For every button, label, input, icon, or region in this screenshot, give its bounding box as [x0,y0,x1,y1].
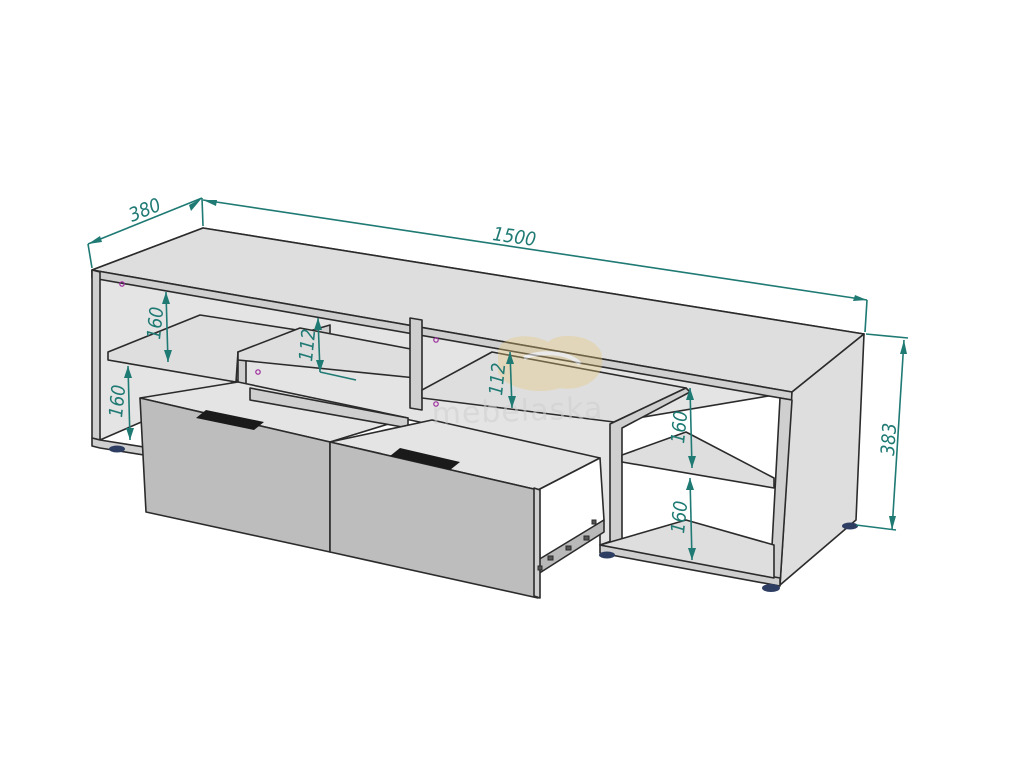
left-side-front-edge [91,269,101,441]
dim-height-label: 383 [877,422,901,456]
dim-shelf-right-lower-label: 160 [667,500,692,535]
shelf-right-bottom [599,519,775,579]
dim-shelf-center-left: 112 [295,317,357,381]
dim-shelf-left-lower: 160 [105,365,134,441]
drawers [139,381,605,599]
dimension-lines: 380 1500 383 160 [87,194,909,561]
drawer-2-handle[interactable] [390,448,460,470]
watermark-logo-icon [498,335,603,392]
drawer-2-side-edge [533,487,541,599]
cabinet [91,227,865,592]
dim-shelf-left-upper-label: 160 [143,306,168,341]
dim-depth-label: 380 [126,194,165,227]
watermark: mebelaska [431,335,604,432]
dim-shelf-center-right: 112 [485,351,516,409]
dim-shelf-left-upper: 160 [143,291,172,363]
divider-center [409,317,423,411]
dim-shelf-center-right-label: 112 [485,362,510,397]
dim-shelf-left-lower-label: 160 [105,384,130,419]
dim-width-label: 1500 [491,223,537,251]
drawer-1-handle[interactable] [196,410,264,430]
shelf-right [621,431,775,489]
dim-shelf-right-upper-label: 160 [667,410,692,445]
drawer-runner-details [537,519,597,571]
dim-shelf-right-upper: 160 [667,387,696,469]
dim-shelf-center-left-label: 112 [295,328,320,363]
dim-shelf-right-lower: 160 [667,477,696,561]
feet [109,445,858,592]
watermark-text: mebelaska [431,391,604,432]
dim-height: 383 [855,333,909,531]
